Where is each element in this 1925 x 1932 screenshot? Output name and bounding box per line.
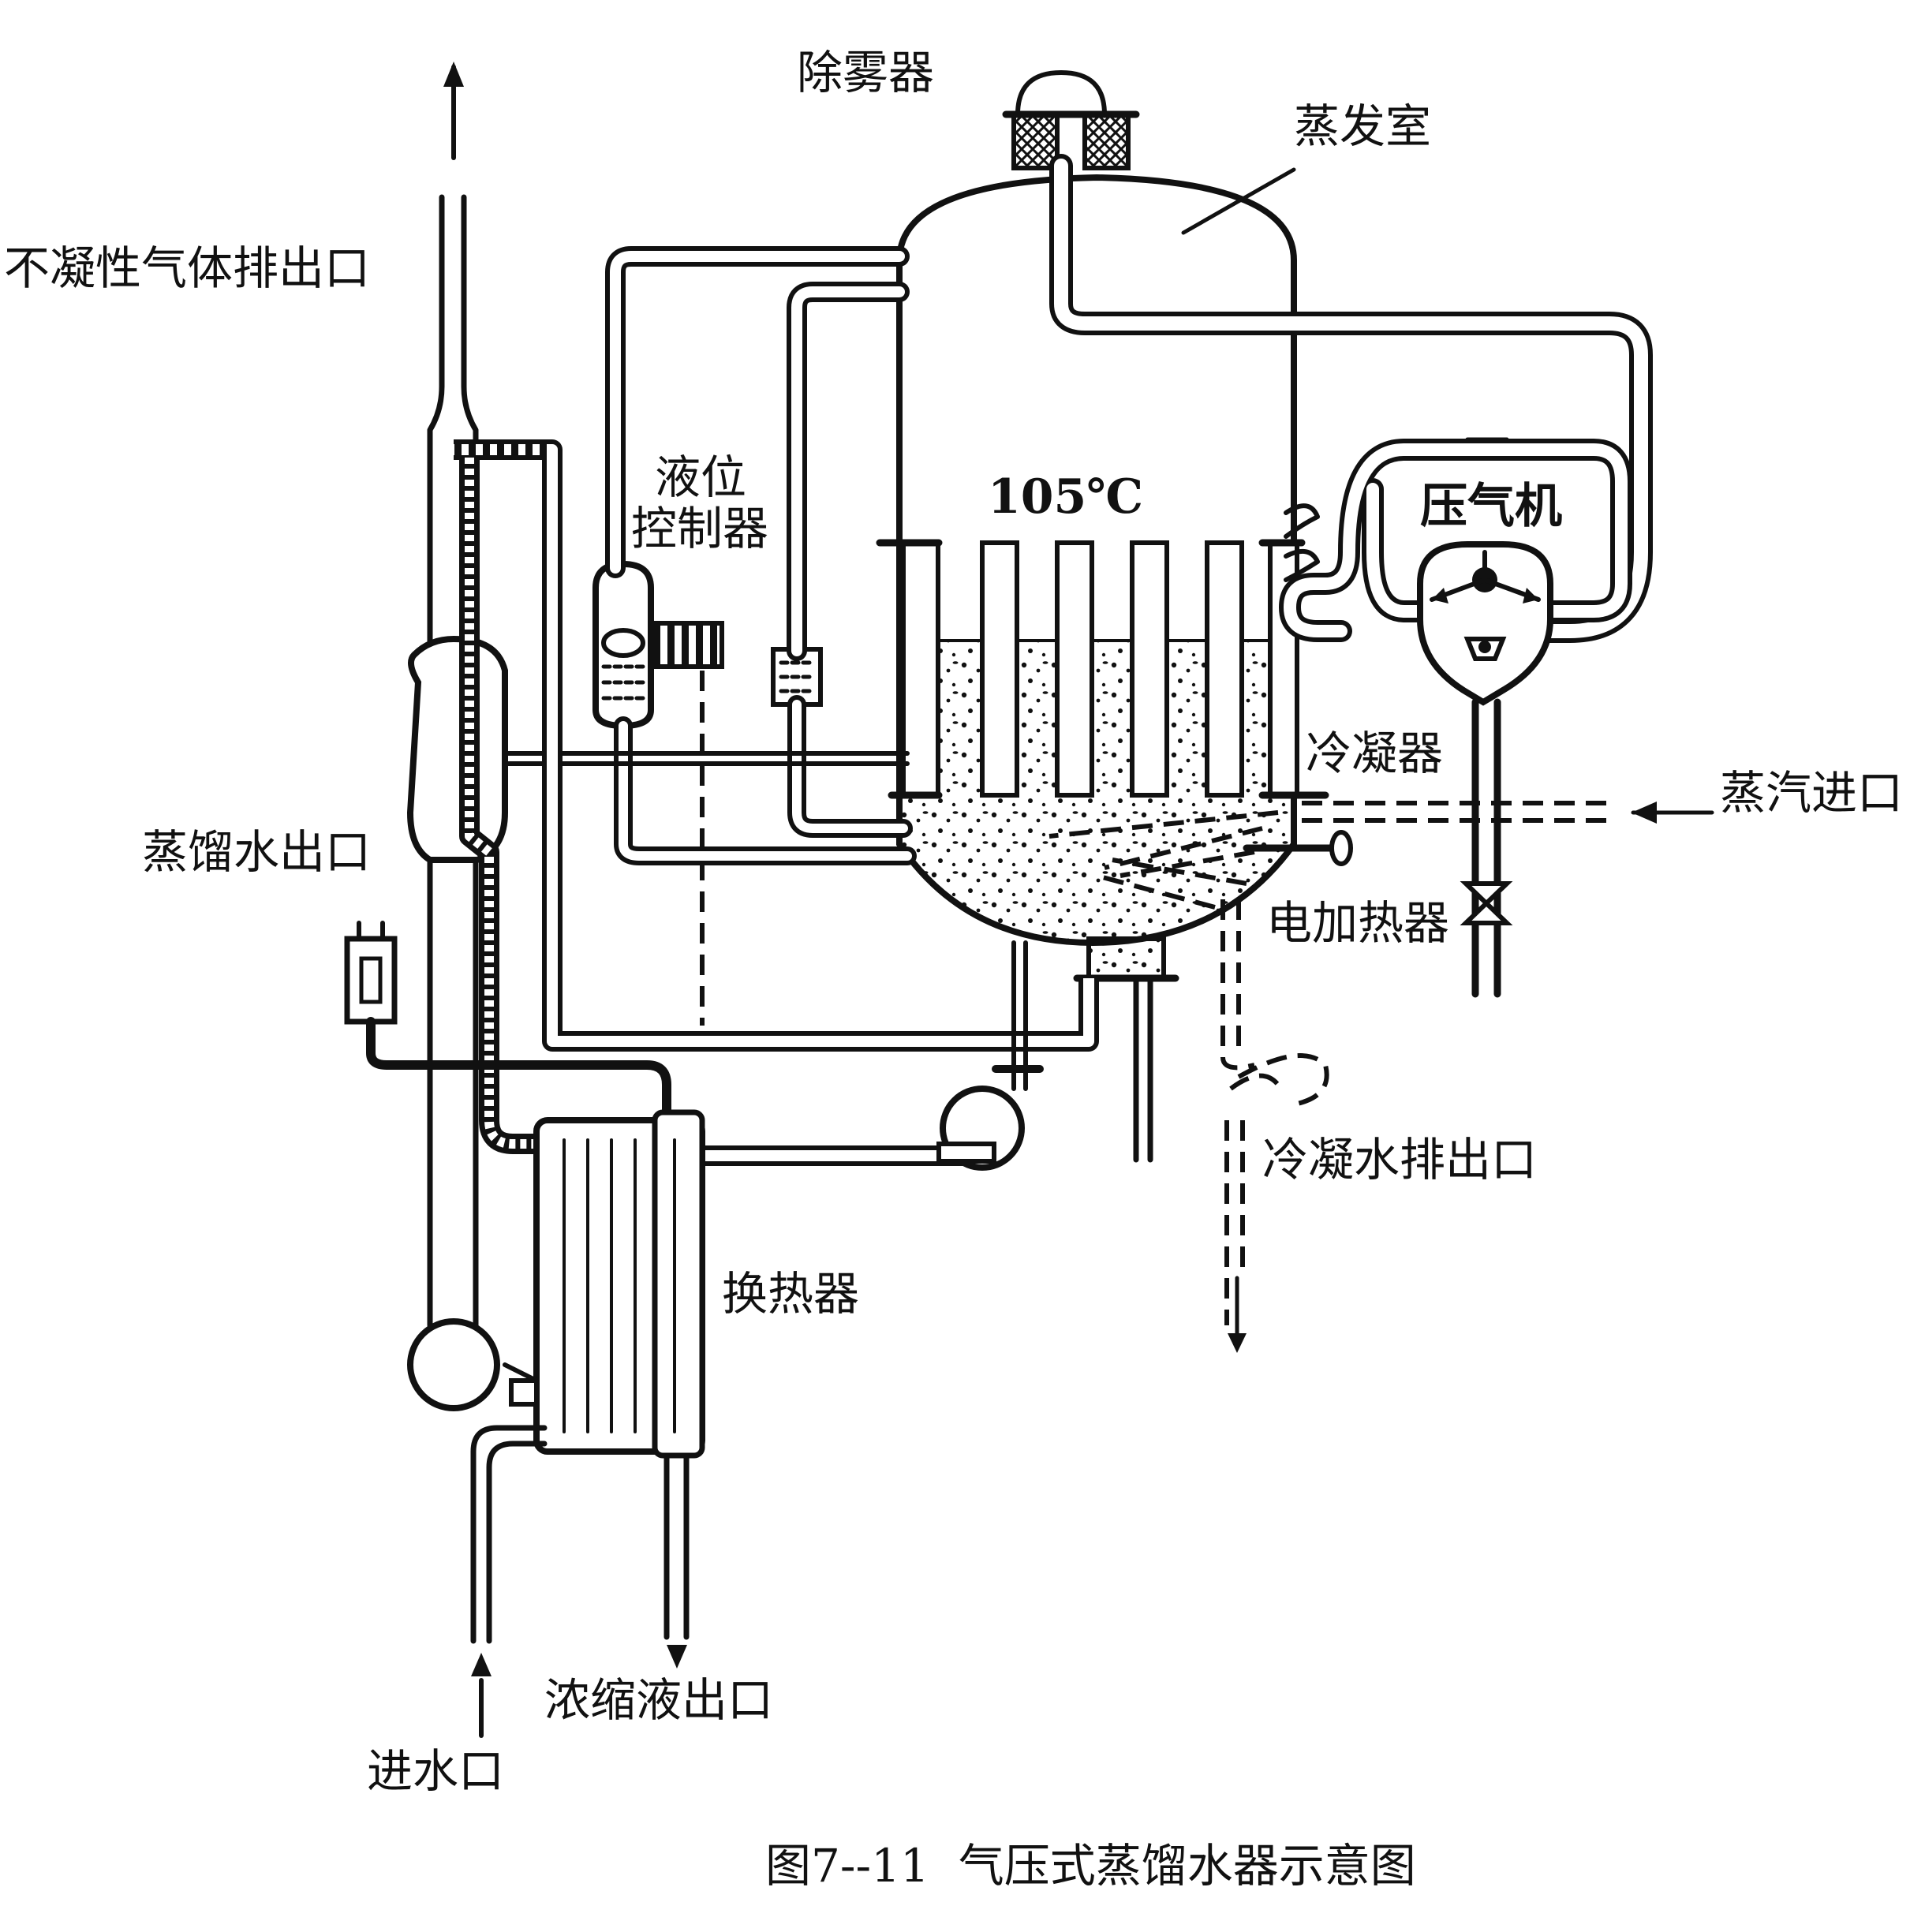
label-evaporation-chamber: 蒸发室: [1294, 99, 1431, 153]
label-condenser: 冷凝器: [1306, 727, 1443, 780]
label-mist-eliminator: 除雾器: [797, 46, 934, 99]
electric-heater-terminal: [1329, 830, 1353, 866]
label-condensate-drain-outlet: 冷凝水排出口: [1262, 1133, 1537, 1186]
float-switch: [344, 921, 671, 1125]
condensate-drain-line: [1220, 899, 1329, 1353]
condenser-tube-bundle: [876, 539, 1329, 799]
distilled-water-line: [454, 439, 1099, 1154]
gas-outlet-arrow: [443, 62, 464, 87]
steam-inlet-line: [1302, 801, 1714, 824]
bottom-pipes: [470, 1425, 690, 1738]
heat-exchanger: [503, 1109, 705, 1459]
controller-pipes: [503, 246, 917, 865]
figure-caption: 图7--11 气压式蒸馏水器示意图: [765, 1839, 1416, 1893]
valve-icon: [1460, 881, 1513, 925]
label-steam-inlet: 蒸汽进口: [1720, 766, 1903, 820]
water-inlet-arrow: [471, 1653, 492, 1676]
label-distilled-water-outlet: 蒸馏水出口: [142, 825, 371, 879]
mist-eliminator: [1002, 69, 1140, 170]
concentrate-outlet-arrow: [667, 1645, 687, 1669]
label-level-controller-2: 控制器: [631, 502, 768, 555]
leader-line: [1181, 167, 1296, 235]
label-concentrate-outlet: 浓缩液出口: [544, 1673, 773, 1727]
label-compressor: 压气机: [1420, 479, 1562, 534]
label-noncondensable-gas-outlet: 不凝性气体排出口: [4, 241, 370, 295]
steam-inlet-arrow: [1632, 802, 1657, 824]
label-electric-heater: 电加热器: [1266, 896, 1449, 950]
compressor: [1417, 541, 1553, 998]
label-level-controller-1: 液位: [655, 450, 746, 504]
evaporation-chamber: [876, 174, 1353, 982]
label-heat-exchanger: 换热器: [722, 1267, 859, 1321]
label-water-inlet: 进水口: [367, 1744, 504, 1798]
label-temperature: 105℃: [988, 469, 1143, 525]
circulation-pump: [700, 940, 1153, 1171]
gas-vent-column: [406, 62, 508, 1411]
